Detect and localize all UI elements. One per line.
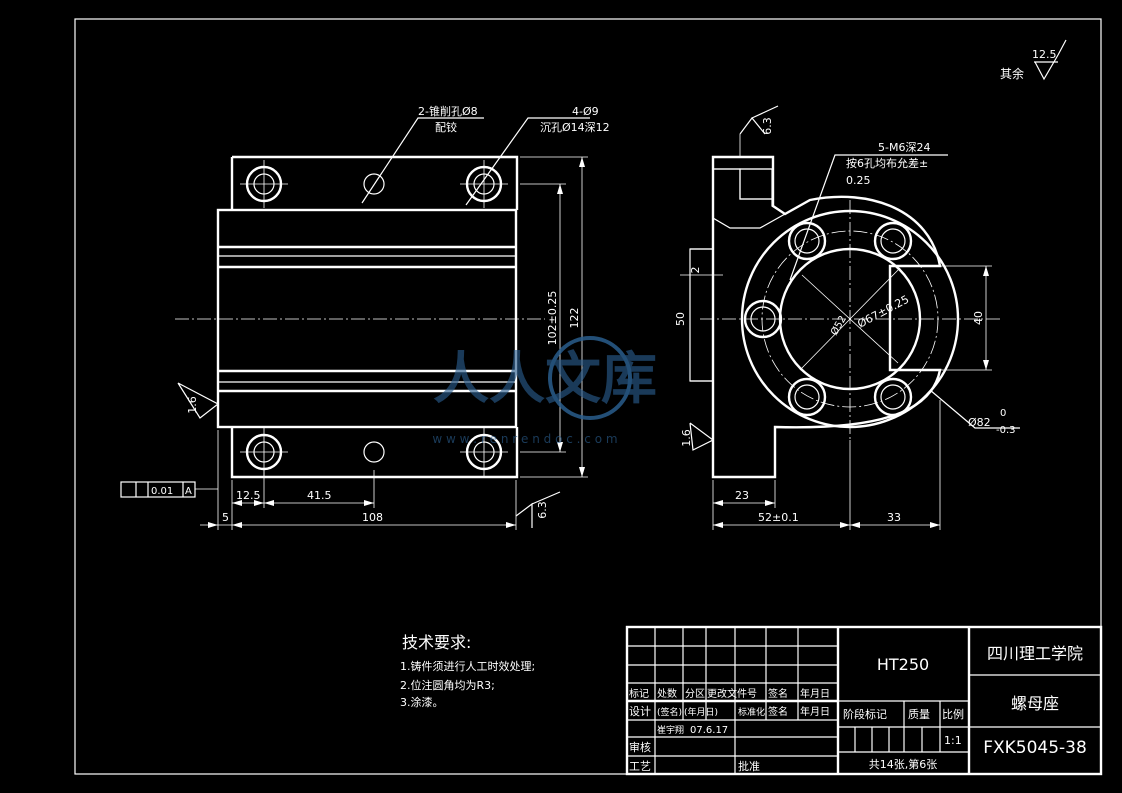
roughness-symbol-side: [689, 422, 715, 451]
dim-phi-82: Ø82: [968, 416, 991, 429]
date-label: 年月日: [800, 705, 830, 718]
process-label: 工艺: [629, 760, 651, 773]
dim-phi-67: Ø67±0.25: [855, 293, 911, 331]
callout-thread-2: 按6孔均布允差±: [846, 156, 928, 170]
dim-50: 50: [674, 312, 687, 326]
dim-phi-82-lower: -0.3: [996, 425, 1016, 436]
note-3: 3.涂漆。: [400, 695, 444, 709]
sign-label: 签名: [768, 705, 788, 718]
note-1: 1.铸件须进行人工时效处理;: [400, 659, 535, 673]
design-date-value: 07.6.17: [690, 725, 728, 736]
roughness-symbol-top: [739, 105, 779, 135]
dim-12-5: 12.5: [236, 489, 261, 502]
hdr-change-doc: 更改文件号: [707, 687, 757, 700]
hdr-count: 处数: [657, 687, 677, 700]
hdr-zone: 分区: [685, 688, 705, 700]
dim-52-pm: 52±0.1: [758, 511, 799, 524]
dim-phi-82-upper: 0: [1000, 408, 1006, 419]
callout-pin-2: 配铰: [435, 120, 457, 134]
dim-41-5: 41.5: [307, 489, 332, 502]
side-hatched-section: [712, 168, 787, 229]
watermark-url: w w w . r e n r e n d o c . c o m: [432, 432, 617, 446]
dim-23: 23: [735, 489, 749, 502]
roughness-1-6-left: 1.6: [186, 396, 199, 414]
drawing-frame: [74, 18, 1102, 775]
part-name: 螺母座: [1011, 694, 1059, 713]
callout-thread-3: 0.25: [846, 174, 871, 187]
pin-hole-bottom: [363, 441, 385, 463]
front-view: 2-锥削孔Ø8 配铰 4-Ø9 沉孔Ø14深12 102±0.25 122 12…: [120, 104, 610, 530]
dim-33: 33: [887, 511, 901, 524]
side-view: Ø52 Ø67±0.25 5-M6深24 按6孔均布允差± 0.25 6.3 2…: [674, 105, 1020, 530]
material: HT250: [877, 655, 929, 674]
roughness-symbol-left: [177, 382, 220, 419]
roughness-rest-value: 12.5: [1032, 48, 1057, 61]
front-main-body: [216, 208, 518, 429]
dim-108: 108: [362, 511, 383, 524]
dim-5: 5: [222, 511, 229, 524]
side-outer-profile: [711, 155, 942, 479]
title-block: HT250 四川理工学院 螺母座 FXK5045-38 共14张,第6张 阶段标…: [625, 625, 1103, 776]
notes-title: 技术要求:: [402, 633, 471, 652]
tolerance-datum: A: [185, 486, 192, 497]
dim-height-outer: 122: [568, 308, 581, 329]
hdr-date: 年月日: [800, 687, 830, 700]
roughness-6-3-bottom: 6.3: [536, 501, 549, 519]
roughness-symbol-bottom: [515, 491, 561, 528]
hdr-sign: 签名: [768, 687, 788, 700]
front-top-flange: [230, 155, 519, 210]
dim-2: 2: [689, 267, 702, 274]
callout-hole-1: 4-Ø9: [572, 105, 599, 118]
drawing-number: FXK5045-38: [983, 738, 1087, 758]
watermark: 人人文库 w w w . r e n r e n d o c . c o m: [432, 336, 657, 446]
sheet-info: 共14张,第6张: [869, 757, 938, 771]
school-name: 四川理工学院: [987, 644, 1083, 663]
review-label: 审核: [629, 740, 651, 754]
approve-label: 批准: [738, 759, 760, 773]
dim-height-inner: 102±0.25: [546, 291, 559, 346]
tolerance-value: 0.01: [151, 486, 173, 497]
std-label: 标准化: [738, 706, 765, 718]
pin-hole-top: [363, 173, 385, 195]
design-sig: (签名): [657, 706, 682, 718]
scale-value: 1:1: [944, 734, 962, 747]
stage-label: 阶段标记: [843, 707, 887, 721]
note-2: 2.位注圆角均为R3;: [400, 678, 495, 692]
roughness-6-3-top: 6.3: [761, 117, 774, 135]
roughness-1-6-side: 1.6: [680, 429, 693, 447]
roughness-rest: 12.5 其余: [1000, 39, 1067, 81]
dim-phi-52: Ø52: [828, 314, 849, 338]
callout-hole-2: 沉孔Ø14深12: [540, 121, 610, 134]
designer: 崔宇翔: [657, 724, 684, 736]
design-date: (年月日): [684, 706, 718, 718]
roughness-rest-label: 其余: [1000, 66, 1024, 81]
watermark-brand: 人人文库: [433, 347, 657, 412]
callout-pin-1: 2-锥削孔Ø8: [418, 104, 478, 118]
tolerance-frame: [120, 481, 196, 498]
callout-thread-1: 5-M6深24: [878, 141, 930, 154]
design-label: 设计: [629, 705, 651, 718]
mass-label: 质量: [908, 708, 930, 721]
technical-notes: 技术要求: 1.铸件须进行人工时效处理; 2.位注圆角均为R3; 3.涂漆。: [400, 633, 535, 709]
dim-40: 40: [972, 311, 985, 325]
hdr-mark: 标记: [629, 688, 649, 700]
front-bottom-flange: [230, 427, 519, 479]
scale-label: 比例: [942, 707, 964, 721]
